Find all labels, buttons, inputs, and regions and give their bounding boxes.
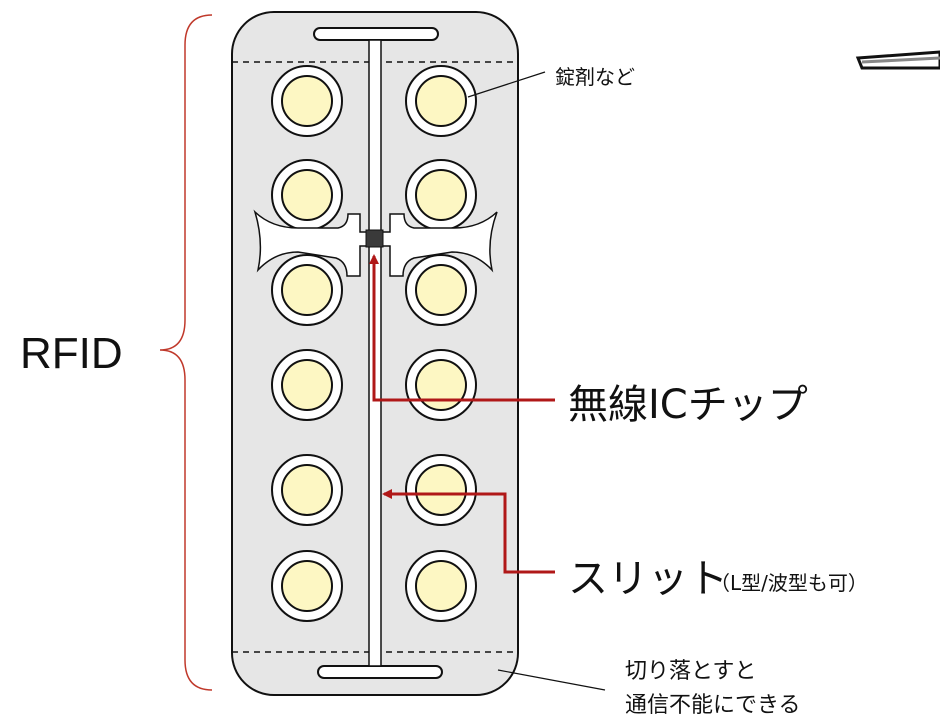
ic-chip [365, 229, 384, 248]
tablet-l2 [271, 159, 343, 231]
tablet-l4 [271, 349, 343, 421]
slit-arrow [382, 489, 555, 574]
cutoff-label-line1: 切り落とすと [625, 659, 756, 684]
tablet-r6 [405, 550, 477, 622]
antenna-right [381, 211, 498, 277]
tablet-r5 [405, 454, 477, 526]
top-slot [313, 27, 439, 41]
tablets-left-column [271, 65, 343, 622]
partial-shape-shade [861, 56, 940, 64]
rfid-label: RFID [20, 329, 123, 378]
slit-note: （L型/波型も可） [710, 571, 868, 595]
slit-label: スリット [568, 556, 728, 602]
rfid-bracket [159, 14, 213, 691]
tablet-l6 [271, 550, 343, 622]
tablet-label: 錠剤など [555, 65, 635, 89]
tablet-r2 [405, 159, 477, 231]
cutoff-leader [497, 669, 606, 691]
tablet-leader [467, 71, 546, 98]
chip-label: 無線ICチップ [568, 382, 808, 428]
tablet-l5 [271, 454, 343, 526]
tablet-r1 [405, 65, 477, 137]
antenna-left [253, 209, 369, 277]
tablet-r3 [405, 254, 477, 326]
cutoff-label-line2: 通信不能にできる [625, 693, 801, 718]
tablet-l1 [271, 65, 343, 137]
tablets-right-column [405, 65, 477, 622]
bottom-slot [317, 665, 443, 679]
chip-arrow [369, 254, 555, 402]
tablet-l3 [271, 254, 343, 326]
tablet-r4 [405, 349, 477, 421]
